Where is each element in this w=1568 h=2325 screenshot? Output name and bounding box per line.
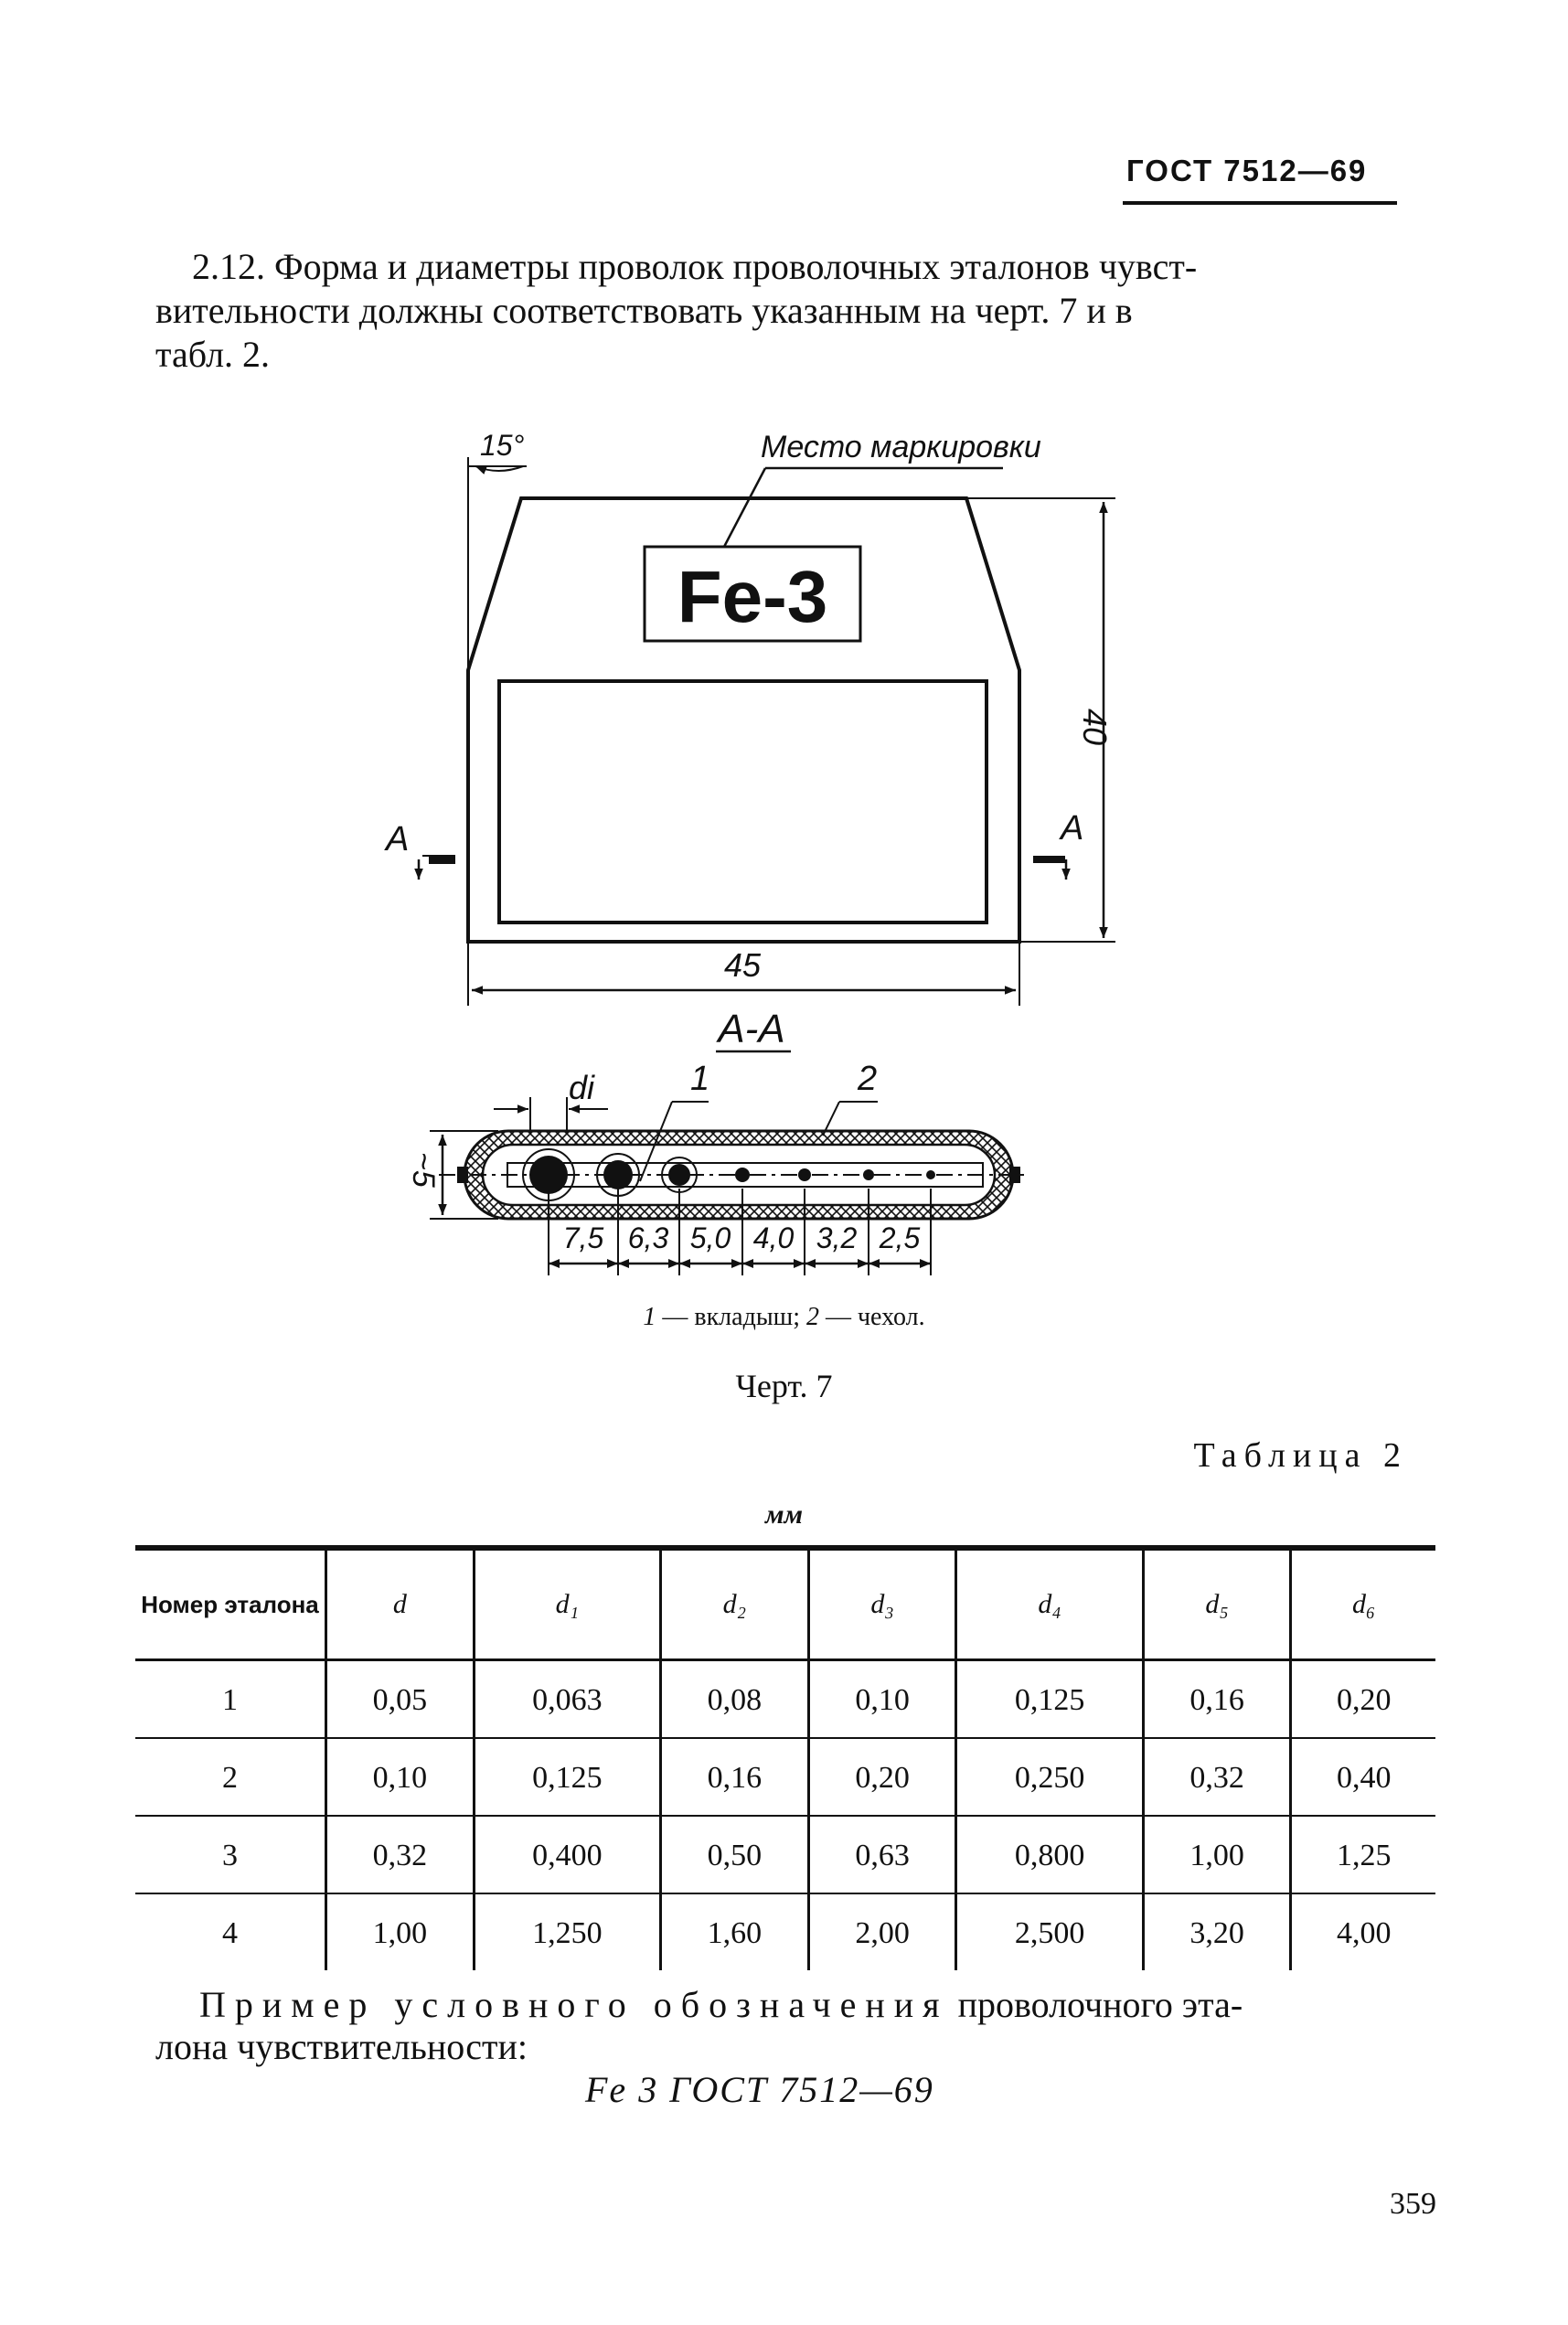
thickness-dimension: ~5 <box>406 1152 441 1188</box>
angle-label: 15° <box>480 429 525 462</box>
cell: 0,08 <box>659 1659 809 1738</box>
paragraph-line-3: табл. 2. <box>155 334 271 375</box>
cell: 2 <box>222 1761 238 1795</box>
diameter-table: Номер эталона d d₁ d₂ d₃ d₄ d₅ d₆ 1 0,05… <box>135 1545 1435 1970</box>
cell: 2,00 <box>806 1893 956 1970</box>
cell: 0,20 <box>1289 1659 1435 1738</box>
example-designation: Fe 3 ГОСТ 7512—69 <box>585 2069 934 2110</box>
cell: 0,05 <box>325 1659 475 1738</box>
wire-6 <box>863 1169 874 1180</box>
designation-example: Пример условного обозначения проволочног… <box>155 1984 1443 2068</box>
section-title: А-А <box>715 1007 784 1051</box>
wire-7 <box>926 1170 935 1179</box>
example-line-2: лона чувствительности: <box>155 2026 528 2067</box>
legend-num-2: 2 <box>805 1303 819 1331</box>
example-lead: Пример условного обозначения <box>199 1984 949 2025</box>
legend-text-1: — вкладыш; <box>656 1303 806 1331</box>
figure-caption: Черт. 7 <box>735 1368 833 1404</box>
wire-1 <box>529 1156 568 1194</box>
cell: 0,250 <box>955 1738 1144 1816</box>
plate-window <box>497 679 988 924</box>
cell: 1,00 <box>1141 1816 1291 1893</box>
cell: 0,125 <box>955 1659 1144 1738</box>
page-number: 359 <box>1390 2187 1436 2221</box>
cell: 0,32 <box>1141 1738 1291 1816</box>
height-dimension: 40 <box>1076 709 1114 745</box>
header-col: d₃ <box>806 1548 956 1660</box>
cell: 0,40 <box>1289 1738 1435 1816</box>
paragraph-line-1: 2.12. Форма и диаметры проволок проволоч… <box>192 246 1198 287</box>
document-header: ГОСТ 7512—69 <box>1126 154 1368 187</box>
wire-5 <box>798 1168 811 1181</box>
table-label: Таблица 2 <box>1193 1436 1408 1475</box>
cell: 1 <box>222 1683 238 1717</box>
cell: 0,125 <box>472 1738 661 1816</box>
spacing-3: 5,0 <box>690 1221 731 1254</box>
width-dimension: 45 <box>724 946 762 984</box>
paragraph-line-2: вительности должны соответствовать указа… <box>155 290 1133 331</box>
header-col: d₆ <box>1289 1548 1435 1660</box>
cell: 0,10 <box>325 1738 475 1816</box>
cell: 1,25 <box>1289 1816 1435 1893</box>
example-rest: проволочного эта- <box>948 1984 1243 2025</box>
cell: 0,16 <box>1141 1659 1291 1738</box>
cell: 4 <box>222 1916 238 1950</box>
table-row: 2 0,10 0,125 0,16 0,20 0,250 0,32 0,40 <box>135 1738 1435 1816</box>
wire-3 <box>668 1164 690 1186</box>
section-mark-left: А <box>384 820 409 859</box>
header-col: d <box>325 1548 475 1660</box>
header-col: d₁ <box>472 1548 661 1660</box>
cell: 3 <box>222 1839 238 1872</box>
cell: 0,400 <box>472 1816 661 1893</box>
table-units: мм <box>764 1499 804 1530</box>
cell: 1,250 <box>472 1893 661 1970</box>
header-col: d₄ <box>955 1548 1144 1660</box>
header-col: d₂ <box>659 1548 809 1660</box>
cell: 2,500 <box>955 1893 1144 1970</box>
cell: 0,10 <box>806 1659 956 1738</box>
section-mark-right: А <box>1059 809 1083 848</box>
header-rule <box>1123 201 1397 205</box>
spacing-6: 2,5 <box>879 1221 921 1254</box>
spacing-4: 4,0 <box>753 1221 795 1254</box>
spacing-2: 6,3 <box>628 1221 669 1254</box>
cell: 0,32 <box>325 1816 475 1893</box>
cell: 0,20 <box>806 1738 956 1816</box>
cell: 1,60 <box>659 1893 809 1970</box>
cell: 0,50 <box>659 1816 809 1893</box>
header-standard-number: Номер эталона <box>141 1591 319 1618</box>
table-header-row: Номер эталона d d₁ d₂ d₃ d₄ d₅ d₆ <box>135 1548 1435 1660</box>
spacing-5: 3,2 <box>816 1221 858 1254</box>
plate-marking-text: Fe-3 <box>677 556 828 637</box>
spacing-1: 7,5 <box>563 1221 604 1254</box>
table-row: 4 1,00 1,250 1,60 2,00 2,500 3,20 4,00 <box>135 1893 1435 1970</box>
table-row: 3 0,32 0,400 0,50 0,63 0,800 1,00 1,25 <box>135 1816 1435 1893</box>
wire-4 <box>735 1168 750 1182</box>
cell: 1,00 <box>325 1893 475 1970</box>
cell: 0,16 <box>659 1738 809 1816</box>
marking-leader <box>722 467 767 548</box>
angle-arc <box>475 465 524 475</box>
cell: 4,00 <box>1289 1893 1435 1970</box>
callout-2: 2 <box>857 1060 877 1098</box>
wire-diameter-label: di <box>569 1069 595 1106</box>
cell: 0,063 <box>472 1659 661 1738</box>
section-paragraph: 2.12. Форма и диаметры проволок проволоч… <box>155 245 1435 377</box>
marking-label: Место маркировки <box>761 430 1041 464</box>
header-col: d₅ <box>1141 1548 1291 1660</box>
cell: 0,800 <box>955 1816 1144 1893</box>
figure-legend: 1 — вкладыш; 2 — чехол. <box>0 1303 1568 1332</box>
cell: 0,63 <box>806 1816 956 1893</box>
wire-2 <box>603 1160 633 1189</box>
cell: 3,20 <box>1141 1893 1291 1970</box>
legend-num-1: 1 <box>643 1303 656 1331</box>
technical-drawing: Fe-3 Место маркировки 15° 40 45 А А А-А … <box>384 429 1115 1275</box>
marking-box <box>643 545 862 643</box>
table-row: 1 0,05 0,063 0,08 0,10 0,125 0,16 0,20 <box>135 1659 1435 1738</box>
legend-text-2: — чехол. <box>818 1303 925 1331</box>
callout-1: 1 <box>690 1060 709 1098</box>
